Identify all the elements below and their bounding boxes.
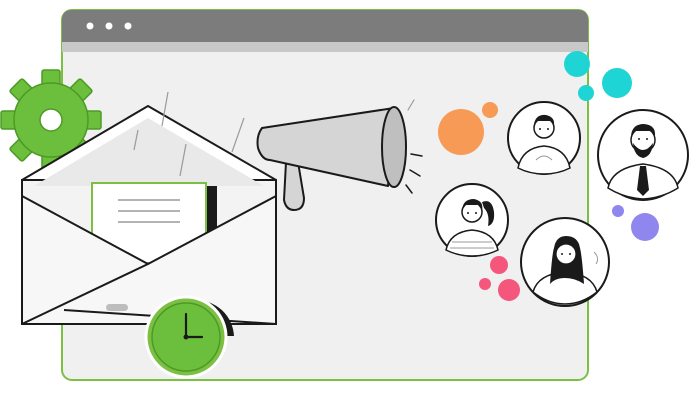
window-dot-1 — [86, 22, 94, 30]
violet-dot-small — [612, 205, 624, 217]
pink-dot-1 — [490, 256, 508, 274]
orange-dot-large — [438, 109, 484, 155]
clock-icon — [144, 295, 234, 379]
avatar-ponytail-woman — [435, 183, 509, 257]
cyan-dot-large — [564, 51, 590, 77]
avatar-man — [507, 101, 581, 175]
window-dot-3 — [124, 22, 132, 30]
envelope — [21, 91, 277, 325]
window-titlebar-shadow — [62, 42, 588, 52]
decorative-dots — [438, 51, 659, 301]
pink-dot-2 — [479, 278, 491, 290]
cyan-dot-small — [578, 85, 594, 101]
megaphone-icon — [256, 99, 423, 211]
window-dot-2 — [105, 22, 113, 30]
violet-dot-large — [631, 213, 659, 241]
avatar-bearded-man — [597, 109, 689, 201]
orange-dot-small — [482, 102, 498, 118]
envelope-front — [21, 195, 277, 325]
envelope-stamp-slot — [106, 304, 128, 311]
cyan-dot-xlarge — [602, 68, 632, 98]
avatar-long-hair-woman — [520, 217, 610, 307]
window-titlebar — [62, 10, 588, 42]
motion-lines — [133, 91, 245, 177]
envelope-inner-shade — [34, 118, 264, 186]
pink-dot-3 — [498, 279, 520, 301]
